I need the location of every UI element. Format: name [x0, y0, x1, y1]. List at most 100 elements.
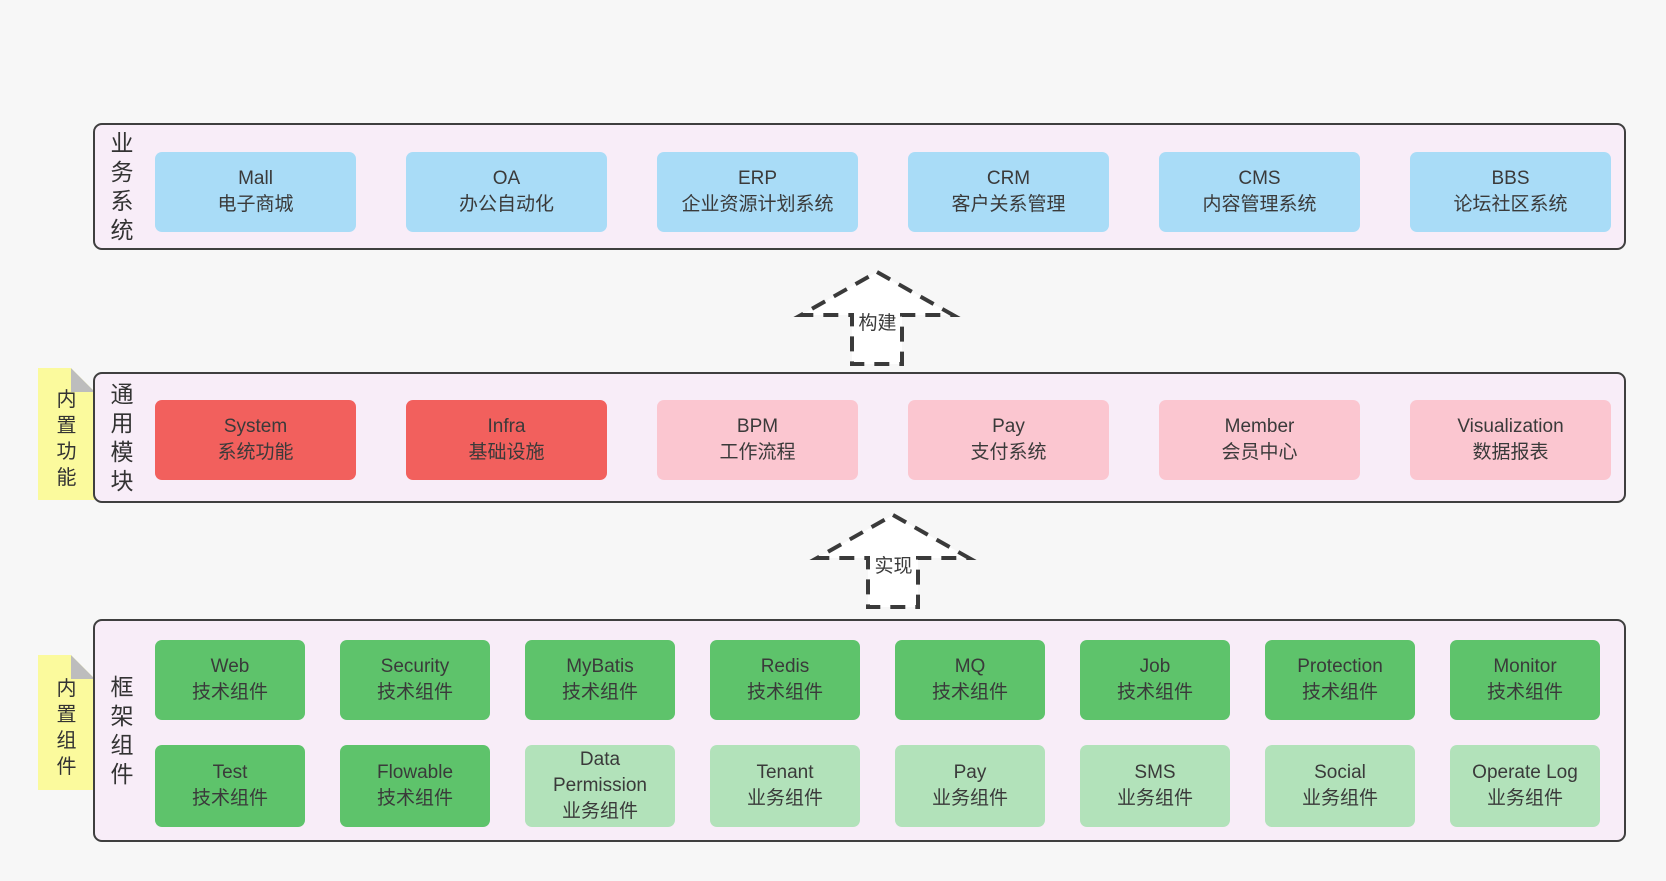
box-title: Pay: [992, 416, 1025, 437]
band-side-label: 框架组件: [110, 673, 134, 787]
box-subtitle: 会员中心: [1221, 442, 1298, 463]
box-subtitle: 技术组件: [931, 682, 1008, 703]
box-subtitle: 支付系统: [970, 442, 1047, 463]
box-title: Test: [212, 762, 248, 783]
box-subtitle: 业务组件: [561, 801, 638, 822]
band-side-label: 通用模块: [110, 380, 134, 494]
box-subtitle: 企业资源计划系统: [681, 194, 834, 215]
box-title: BPM: [736, 416, 779, 437]
box-subtitle: 工作流程: [719, 442, 796, 463]
diagram-box-pay: Pay 业务组件: [895, 745, 1045, 827]
diagram-box-bpm: BPM 工作流程: [657, 400, 858, 480]
folded-corner-icon: [71, 368, 95, 392]
box-subtitle: 业务组件: [1301, 788, 1378, 809]
box-title: System: [223, 416, 288, 437]
box-title: OA: [492, 168, 521, 189]
box-title: Social: [1314, 762, 1366, 783]
diagram-box-pay: Pay 支付系统: [908, 400, 1109, 480]
box-subtitle: 基础设施: [468, 442, 545, 463]
diagram-box-monitor: Monitor 技术组件: [1450, 640, 1600, 720]
box-subtitle: 电子商城: [217, 194, 294, 215]
box-title: MQ: [954, 656, 986, 677]
box-title: Visualization: [1457, 416, 1564, 437]
box-title: Member: [1224, 416, 1295, 437]
box-subtitle: 技术组件: [746, 682, 823, 703]
box-title: BBS: [1491, 168, 1530, 189]
diagram-box-security: Security 技术组件: [340, 640, 490, 720]
diagram-box-member: Member 会员中心: [1159, 400, 1360, 480]
box-title: Flowable: [376, 762, 454, 783]
box-subtitle: 技术组件: [1486, 682, 1563, 703]
implement-arrow: 实现: [806, 505, 981, 611]
diagram-box-protection: Protection 技术组件: [1265, 640, 1415, 720]
box-title: SMS: [1134, 762, 1176, 783]
box-subtitle: 业务组件: [1486, 788, 1563, 809]
box-title: Redis: [760, 656, 810, 677]
diagram-box-oa: OA 办公自动化: [406, 152, 607, 232]
box-title: MyBatis: [566, 656, 634, 677]
diagram-box-system: System 系统功能: [155, 400, 356, 480]
diagram-box-redis: Redis 技术组件: [710, 640, 860, 720]
box-title: Job: [1139, 656, 1171, 677]
box-title: Infra: [487, 416, 526, 437]
box-title: Data Permission: [553, 749, 647, 796]
diagram-box-mall: Mall 电子商城: [155, 152, 356, 232]
sticky-note-label: 内置功能: [56, 389, 77, 489]
sticky-note-builtin-components: 内置组件: [38, 655, 95, 790]
diagram-box-flowable: Flowable 技术组件: [340, 745, 490, 827]
arrow-label: 实现: [871, 555, 916, 579]
box-subtitle: 技术组件: [191, 682, 268, 703]
band-common-modules: 通用模块 System 系统功能 Infra 基础设施 BPM 工作流程 Pay 支付系统 Me…: [93, 372, 1626, 503]
box-subtitle: 技术组件: [1301, 682, 1378, 703]
diagram-box-bbs: BBS 论坛社区系统: [1410, 152, 1611, 232]
box-title: CMS: [1238, 168, 1281, 189]
diagram-box-test: Test 技术组件: [155, 745, 305, 827]
diagram-box-job: Job 技术组件: [1080, 640, 1230, 720]
sticky-note-label: 内置组件: [56, 677, 77, 778]
box-subtitle: 业务组件: [931, 788, 1008, 809]
diagram-box-web: Web 技术组件: [155, 640, 305, 720]
arrow-label: 构建: [855, 312, 900, 336]
box-row: System 系统功能 Infra 基础设施 BPM 工作流程 Pay 支付系统 Member 会…: [155, 400, 1611, 480]
sticky-note-builtin-features: 内置功能: [38, 368, 95, 500]
box-subtitle: 技术组件: [191, 788, 268, 809]
box-title: Security: [380, 656, 450, 677]
box-title: Web: [210, 656, 250, 677]
box-title: Monitor: [1493, 656, 1557, 677]
diagram-box-data-permission: Data Permission 业务组件: [525, 745, 675, 827]
box-subtitle: 系统功能: [217, 442, 294, 463]
box-subtitle: 技术组件: [1116, 682, 1193, 703]
box-subtitle: 技术组件: [376, 788, 453, 809]
diagram-box-tenant: Tenant 业务组件: [710, 745, 860, 827]
diagram-box-erp: ERP 企业资源计划系统: [657, 152, 858, 232]
build-arrow: 构建: [790, 262, 965, 368]
box-title: CRM: [986, 168, 1031, 189]
diagram-box-infra: Infra 基础设施: [406, 400, 607, 480]
box-subtitle: 技术组件: [376, 682, 453, 703]
diagram-box-crm: CRM 客户关系管理: [908, 152, 1109, 232]
diagram-box-sms: SMS 业务组件: [1080, 745, 1230, 827]
box-subtitle: 业务组件: [746, 788, 823, 809]
folded-corner-icon: [71, 655, 95, 679]
box-subtitle: 业务组件: [1116, 788, 1193, 809]
diagram-box-mybatis: MyBatis 技术组件: [525, 640, 675, 720]
box-title: Tenant: [756, 762, 814, 783]
box-title: ERP: [737, 168, 778, 189]
box-title: Protection: [1297, 656, 1383, 677]
box-subtitle: 客户关系管理: [951, 194, 1066, 215]
box-subtitle: 数据报表: [1472, 442, 1549, 463]
box-title: Pay: [953, 762, 987, 783]
box-subtitle: 论坛社区系统: [1453, 194, 1568, 215]
diagram-box-social: Social 业务组件: [1265, 745, 1415, 827]
box-subtitle: 技术组件: [561, 682, 638, 703]
box-title: Mall: [238, 168, 273, 189]
box-subtitle: 办公自动化: [458, 194, 554, 215]
